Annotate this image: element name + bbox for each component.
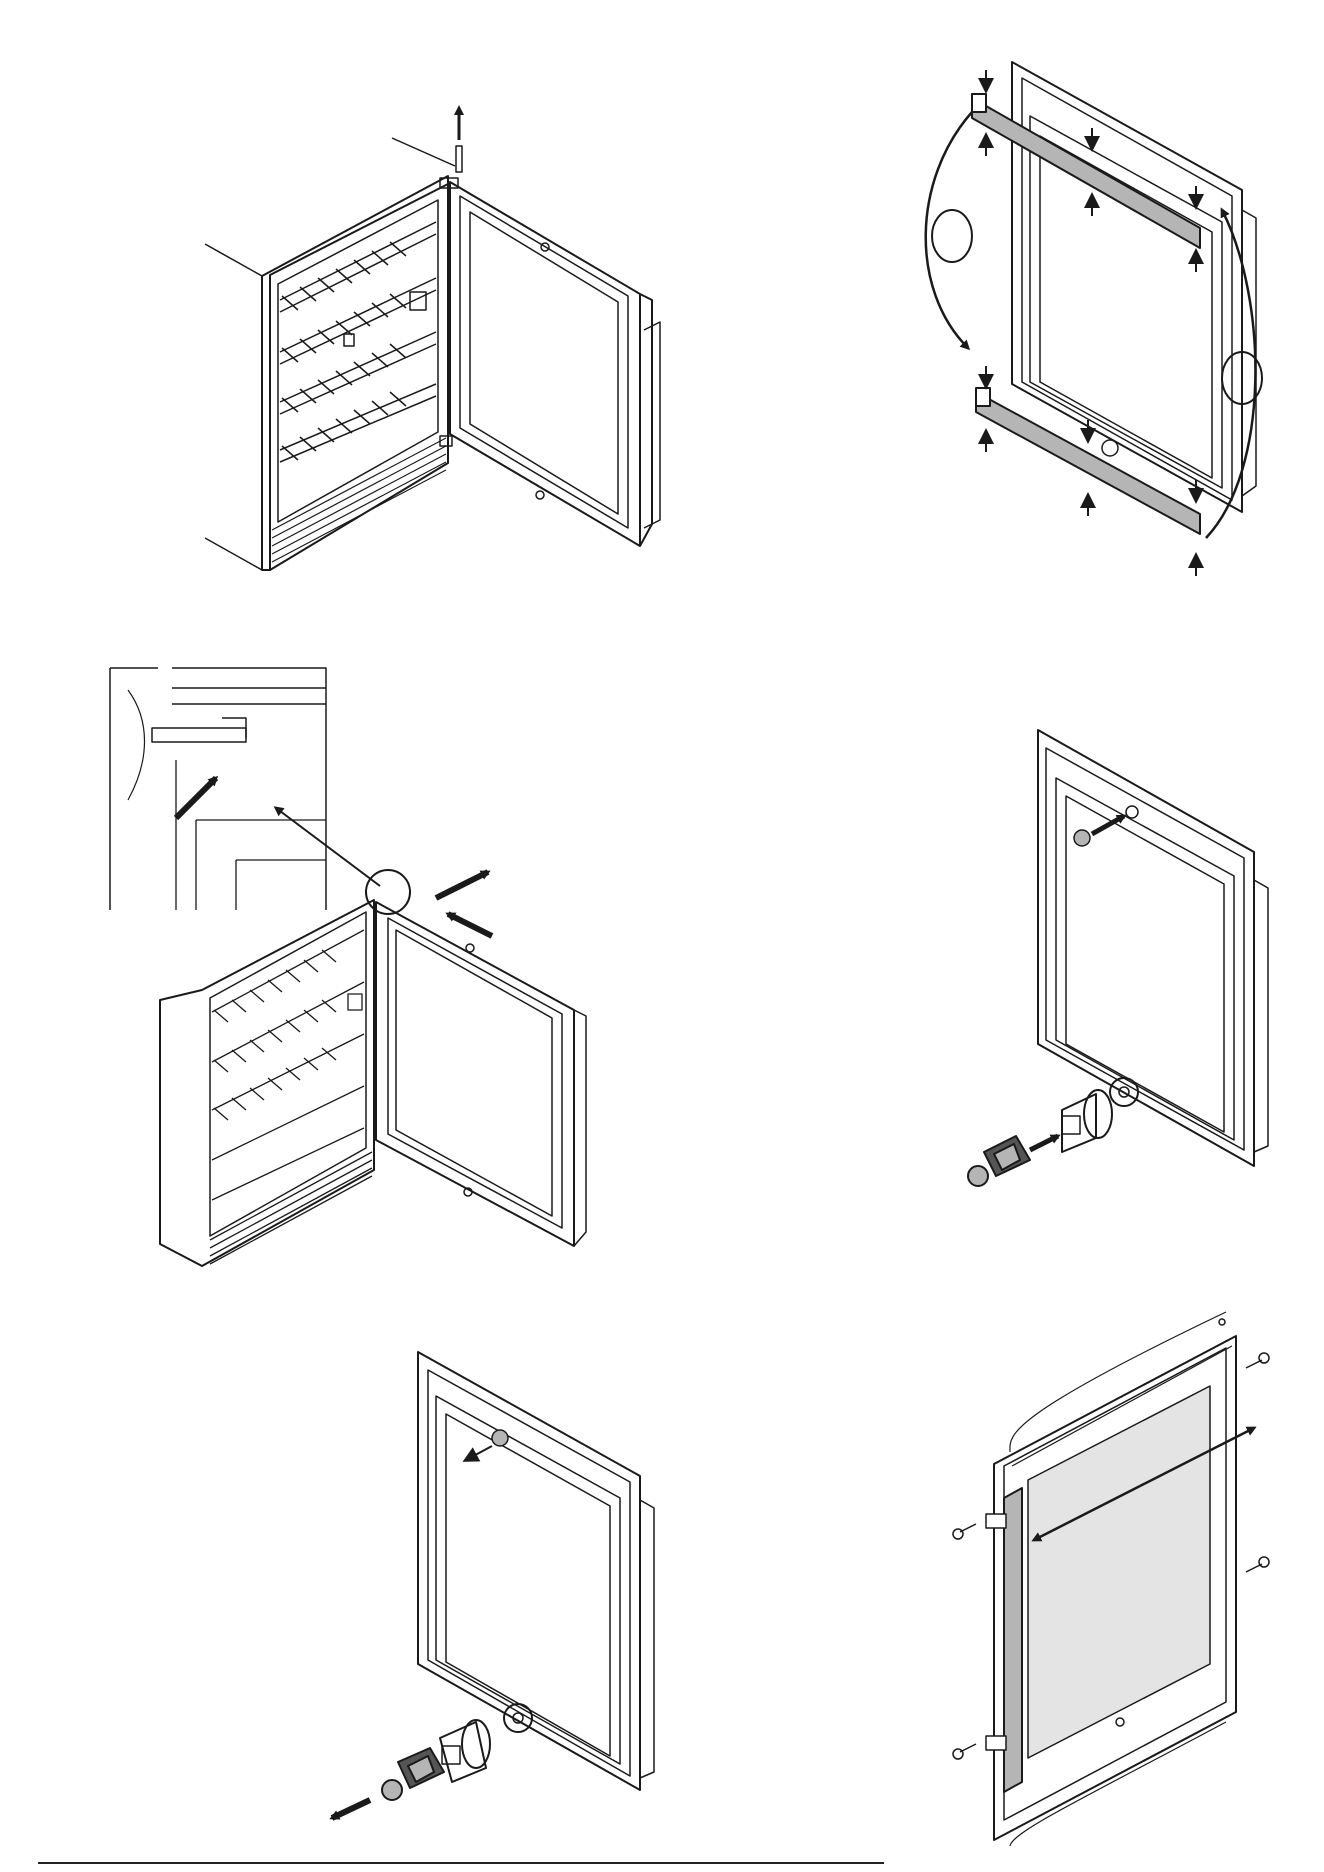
figure-step-2 — [926, 62, 1262, 576]
figure-step-6 — [953, 1312, 1269, 1846]
figure-step-5 — [332, 1352, 654, 1818]
figure-step-1 — [205, 108, 660, 570]
footer-rule — [38, 1862, 884, 1864]
figure-step-4 — [968, 730, 1268, 1186]
figure-step-3 — [110, 668, 586, 1266]
